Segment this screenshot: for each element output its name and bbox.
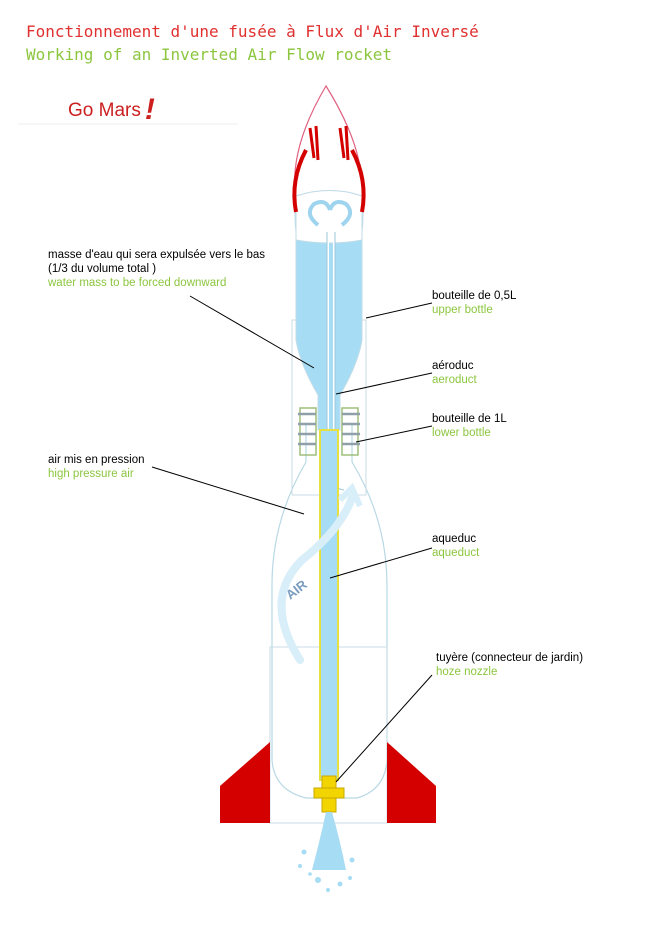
label-nozzle-fr: tuyère (connecteur de jardin) (436, 652, 584, 664)
label-air: air mis en pression high pressure air (48, 453, 145, 481)
logo-text: Go Mars (68, 100, 141, 121)
nozzle (313, 775, 345, 813)
nose-thread-left (308, 125, 320, 161)
label-aqueduct-en: aqueduct (432, 547, 480, 559)
leader-lower-bottle (355, 425, 433, 443)
air-flow-arrow (277, 494, 356, 664)
label-lower-bottle-fr: bouteille de 1L (432, 413, 507, 425)
top-swirl-left (307, 200, 332, 227)
label-water-fr2: (1/3 du volume total ) (48, 263, 157, 275)
connector-left (299, 407, 317, 456)
fin-left (220, 742, 270, 823)
label-water-fr1: masse d'eau qui sera expulsée vers le ba… (48, 249, 265, 261)
nose-cone (294, 84, 363, 201)
label-nozzle-en: hoze nozzle (436, 666, 498, 678)
leader-nozzle (335, 674, 433, 783)
top-swirl-right (328, 200, 353, 227)
label-air-fr: air mis en pression (48, 454, 145, 466)
label-lower-bottle-en: lower bottle (432, 427, 491, 439)
nose-thread-right (338, 125, 350, 161)
label-upper-bottle: bouteille de 0,5L upper bottle (432, 289, 516, 317)
leader-upper-bottle (365, 302, 433, 319)
logo-exclaim: ! (144, 93, 155, 126)
label-upper-bottle-en: upper bottle (432, 304, 493, 316)
label-aeroduct: aéroduc aeroduct (432, 359, 477, 387)
leader-water (189, 295, 315, 369)
label-water-en: water mass to be forced downward (48, 277, 227, 289)
label-aeroduct-en: aeroduct (432, 374, 477, 386)
aqueduct-tube (319, 429, 339, 781)
nose-cone-red-band (292, 149, 366, 213)
label-aqueduct: aqueduc aqueduct (432, 532, 479, 560)
fin-right (387, 742, 436, 823)
leader-aeroduct (335, 372, 433, 395)
connector-right (341, 407, 359, 456)
go-mars-logo: Go Mars! (68, 90, 155, 126)
label-lower-bottle: bouteille de 1L lower bottle (432, 412, 507, 440)
label-upper-bottle-fr: bouteille de 0,5L (432, 290, 517, 302)
air-arrow-head (337, 482, 363, 508)
label-aqueduct-fr: aqueduc (432, 533, 477, 545)
water-jet (312, 812, 346, 870)
connector-threads (298, 412, 360, 446)
leader-air (151, 466, 305, 515)
callout-lines (151, 295, 433, 783)
label-aeroduct-fr: aéroduc (432, 360, 474, 372)
leader-aqueduct (329, 547, 433, 579)
water-droplets (298, 849, 355, 892)
title-french: Fonctionnement d'une fusée à Flux d'Air … (26, 22, 479, 41)
label-water-mass: masse d'eau qui sera expulsée vers le ba… (48, 248, 265, 290)
label-nozzle: tuyère (connecteur de jardin) hoze nozzl… (436, 651, 583, 679)
label-air-en: high pressure air (48, 468, 134, 480)
title-english: Working of an Inverted Air Flow rocket (26, 45, 393, 64)
